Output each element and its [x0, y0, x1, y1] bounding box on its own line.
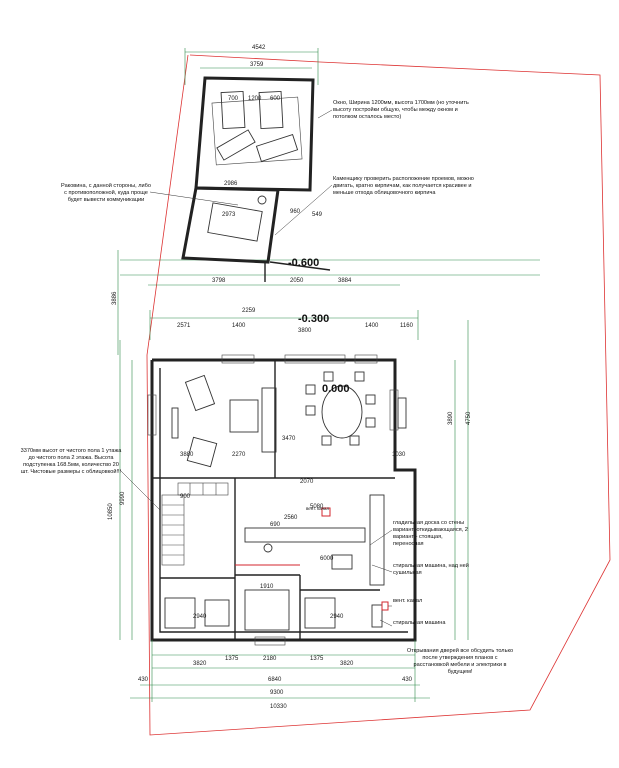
dim-right-v1: 3890	[448, 411, 454, 425]
dim-kitchen-a: 2560	[284, 515, 298, 521]
dim-bottom-2: 1375	[225, 656, 239, 662]
dim-room-a: 3880	[180, 452, 194, 458]
vent-markers	[235, 507, 389, 611]
dim-bottom-total2: 9300	[270, 690, 284, 696]
note-window: Окно, Ширина 1200мм, высота 1700мм (но у…	[333, 100, 469, 120]
note-vent-wrap: вент. канал	[393, 598, 423, 604]
dim-bath-c: 1910	[260, 584, 274, 590]
dim-misc-2: 2973	[222, 212, 236, 218]
dim-misc-5: 1200	[248, 96, 262, 102]
level-porch: -0.300	[298, 313, 329, 325]
dim-misc-10: 6000	[320, 556, 334, 562]
note-leaders	[119, 109, 393, 627]
dim-terrace-left: 3798	[212, 278, 226, 284]
dim-room-c: 3470	[282, 436, 296, 442]
dim-room-e: 1030	[392, 452, 406, 458]
dim-misc-4: 549	[312, 212, 323, 218]
dim-bath-a: 2940	[193, 614, 207, 620]
note-washer: стиральная машина	[393, 620, 446, 626]
site-boundary	[146, 54, 611, 736]
dim-left-v3: 10850	[108, 503, 114, 520]
dim-left-v2: 9990	[120, 491, 126, 505]
note-stairs-wrap: 3370мм высот от чистого пола 1 утажа до …	[20, 448, 122, 475]
note-sink-wrap: Раковина, с данной стороны, либо с проти…	[61, 183, 151, 203]
dim-bottom-total: 6840	[268, 677, 282, 683]
kitchen-furniture	[244, 494, 385, 628]
dim-top-total: 4542	[252, 45, 266, 51]
note-brick: Каменщику проверить расположение проемов…	[333, 176, 474, 196]
note-sink: Раковина, с данной стороны, либо с проти…	[61, 183, 151, 203]
dim-kitchen-c: 690	[270, 522, 281, 528]
dim-misc-7: 600	[270, 96, 281, 102]
level-ground: 0.000	[322, 383, 350, 395]
dim-bottom-total3: 10330	[270, 704, 287, 710]
top-dimension-lines	[120, 48, 540, 340]
window-marks	[147, 354, 399, 646]
note-vent: вент. канал	[393, 598, 423, 604]
dim-row2-right: 1160	[400, 323, 414, 329]
dim-room-b: 2270	[232, 452, 246, 458]
dim-bottom-3: 2180	[263, 656, 277, 662]
dim-row2-left: 2571	[177, 323, 191, 329]
note-vent2: вент. канал	[306, 506, 330, 511]
note-doors-wrap: Открывания дверей все обсудить только по…	[406, 648, 514, 675]
note-washer-over-wrap: стиральная машина, над ней сушильная	[393, 563, 469, 576]
living-furniture	[171, 371, 407, 468]
dim-bottom-side-l: 430	[138, 677, 149, 683]
stairs	[161, 482, 229, 566]
dim-row2-w1: 1400	[232, 323, 246, 329]
dim-bath-b: 2940	[330, 614, 344, 620]
dim-bottom-side-r: 430	[402, 677, 413, 683]
level-terrace: -0.600	[288, 257, 319, 269]
dim-misc-3: 960	[290, 209, 301, 215]
note-ironing: гладильная доска со стены вариант, откид…	[393, 520, 468, 547]
note-washer-wrap: стиральная машина	[393, 620, 446, 626]
dim-misc-1: 2986	[224, 181, 238, 187]
dim-misc-8: 900	[180, 494, 191, 500]
dim-kitchen-b: 5080	[310, 504, 324, 510]
dim-misc-9: 2259	[242, 308, 256, 314]
dim-right-v2: 4750	[466, 411, 472, 425]
dim-terrace-right: 3884	[338, 278, 352, 284]
dim-row2-mid: 3800	[298, 328, 312, 334]
note-vent2-wrap: вент. канал	[306, 506, 330, 511]
dim-left-v1: 3886	[112, 291, 118, 305]
note-washer-over: стиральная машина, над ней сушильная	[393, 563, 469, 576]
dim-bottom-5: 3820	[340, 661, 354, 667]
note-ironing-wrap: гладильная доска со стены вариант, откид…	[393, 520, 468, 547]
dim-top-inner: 3759	[250, 62, 264, 68]
note-window-wrap: Окно, Ширина 1200мм, высота 1700мм (но у…	[333, 100, 469, 120]
dim-bottom-1: 3820	[193, 661, 207, 667]
dim-misc-6: 700	[228, 96, 239, 102]
bath-furniture	[164, 589, 336, 631]
dim-room-d: 2070	[300, 479, 314, 485]
annex-walls	[181, 76, 331, 282]
note-brick-wrap: Каменщику проверить расположение проемов…	[333, 176, 474, 196]
annex-furniture	[207, 90, 299, 242]
dim-row2-w2: 1400	[365, 323, 379, 329]
dim-terrace-mid: 2050	[290, 278, 304, 284]
bottom-dimension-lines	[117, 250, 469, 702]
note-doors: Открывания дверей все обсудить только по…	[406, 648, 514, 675]
dim-bottom-4: 1375	[310, 656, 324, 662]
note-stairs: 3370мм высот от чистого пола 1 утажа до …	[20, 448, 122, 475]
